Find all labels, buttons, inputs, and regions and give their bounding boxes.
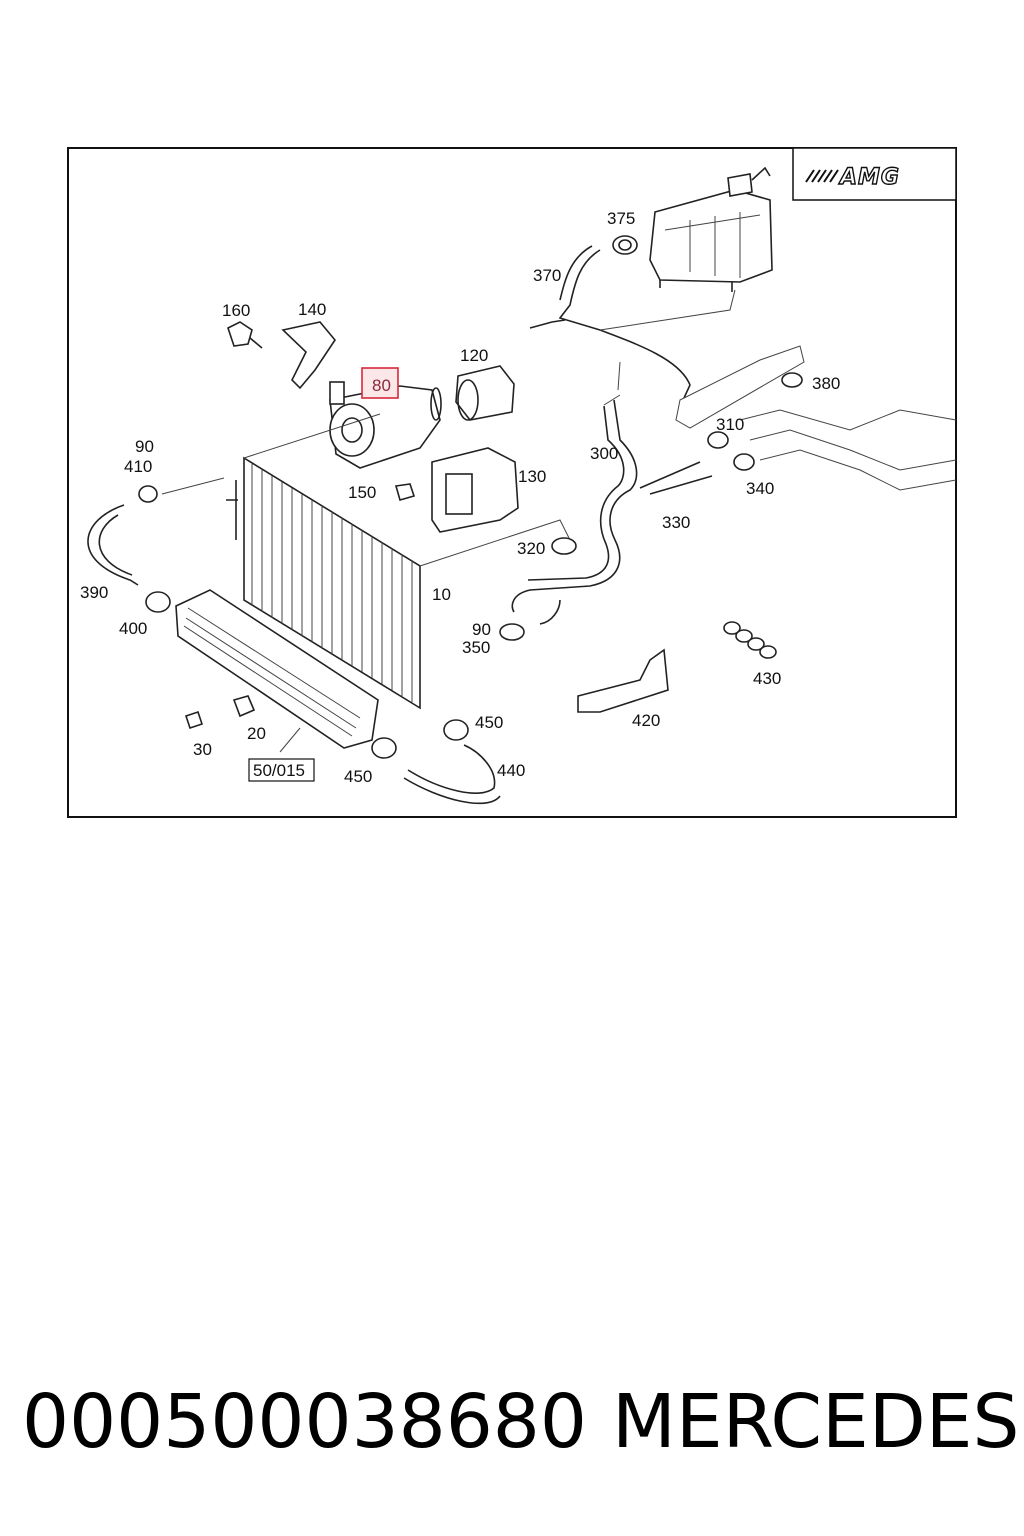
callout-390: 390: [80, 583, 108, 602]
expansion-tank: [649, 166, 773, 292]
callout-370: 370: [533, 266, 561, 285]
callout-450-lower: 450: [344, 767, 372, 786]
callout-310: 310: [716, 415, 744, 434]
bracket-130-window: [445, 473, 473, 515]
fitting-370: [529, 319, 566, 329]
hose-390: [87, 504, 139, 586]
leader-50-015: [279, 727, 301, 753]
intercooler-50-015: [175, 589, 379, 749]
sleeve-120: [455, 365, 515, 421]
clamp-90-410: [138, 485, 158, 503]
leader-410: [161, 477, 225, 495]
callout-10: 10: [432, 585, 451, 604]
callout-120: 120: [460, 346, 488, 365]
hose-370-outline: [559, 245, 593, 301]
callout-20: 20: [247, 724, 266, 743]
clamp-380: [781, 372, 803, 388]
callout-90-bottom: 90: [472, 620, 491, 639]
svg-text:AMG: AMG: [838, 165, 900, 190]
bracket-130: [431, 447, 519, 533]
callout-330: 330: [662, 513, 690, 532]
clamp-320: [551, 537, 577, 555]
clips-430: [723, 621, 777, 659]
callout-350: 350: [462, 638, 490, 657]
callout-140: 140: [298, 300, 326, 319]
hose-330: [639, 461, 713, 495]
callout-340: 340: [746, 479, 774, 498]
callout-80: 80: [372, 376, 391, 395]
callout-30: 30: [193, 740, 212, 759]
grommet-20: [232, 695, 256, 718]
callout-90-top: 90: [135, 437, 154, 456]
clamp-375: [612, 235, 638, 255]
water-pump-80: [329, 381, 442, 469]
bolt-30: [184, 710, 204, 730]
hose-300: [511, 399, 638, 613]
callout-150: 150: [348, 483, 376, 502]
clamp-450-upper: [443, 719, 469, 741]
bracket-420: [577, 648, 669, 713]
hose-330-b: [539, 599, 561, 625]
clamp-310: [707, 431, 729, 449]
callout-130: 130: [518, 467, 546, 486]
callout-320: 320: [517, 539, 545, 558]
clamp-400: [145, 591, 171, 613]
bolt-150: [394, 483, 416, 501]
callout-300: 300: [590, 444, 618, 463]
highlight-box-80: [361, 367, 399, 399]
brand-name: MERCEDES: [612, 1379, 1020, 1465]
bolt-160: [227, 321, 263, 349]
part-number: 000500038680: [22, 1379, 587, 1465]
leader-lines-radiator: [243, 413, 571, 567]
outline-right-block: [675, 345, 805, 429]
clamp-340: [733, 453, 755, 471]
callout-410: 410: [124, 457, 152, 476]
hose-300-outline: [527, 405, 625, 581]
clamp-450-lower: [371, 737, 397, 759]
amg-logo: AMG: [792, 147, 957, 201]
pipes-right: [739, 409, 957, 491]
callout-160: 160: [222, 301, 250, 320]
radiator-10: [226, 456, 421, 710]
callout-400: 400: [119, 619, 147, 638]
callout-50-015: 50/015: [253, 761, 305, 780]
clamp-350: [499, 623, 525, 641]
bracket-140: [281, 321, 336, 390]
hose-440: [403, 744, 501, 805]
callout-420: 420: [632, 711, 660, 730]
callout-380: 380: [812, 374, 840, 393]
callout-440: 440: [497, 761, 525, 780]
leader-lines-top: [599, 289, 736, 406]
callout-430: 430: [753, 669, 781, 688]
callout-50-015-box: [248, 758, 315, 782]
callout-labels: 375 370 160 140 120 80 380 310 300 90 41…: [80, 209, 840, 786]
callout-450-upper: 450: [475, 713, 503, 732]
callout-375: 375: [607, 209, 635, 228]
